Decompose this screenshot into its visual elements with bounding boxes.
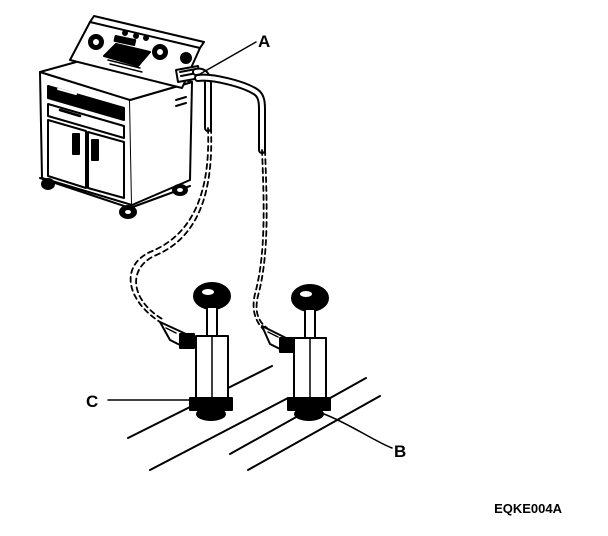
- leader-lines: [107, 41, 393, 449]
- hose-rigid-sections: [192, 67, 266, 154]
- leader-a: [199, 41, 257, 75]
- callout-c: C: [86, 392, 99, 411]
- floor-rails: [127, 365, 381, 471]
- callout-b: B: [394, 442, 407, 461]
- callout-a: A: [258, 32, 271, 51]
- tester-cabinet: [39, 15, 205, 219]
- figure-code: EQKE004A: [494, 501, 562, 516]
- hose-flexible-lines: [129, 127, 268, 331]
- jack-c: [159, 282, 233, 421]
- leader-b: [323, 413, 393, 449]
- jack-b: [261, 284, 331, 421]
